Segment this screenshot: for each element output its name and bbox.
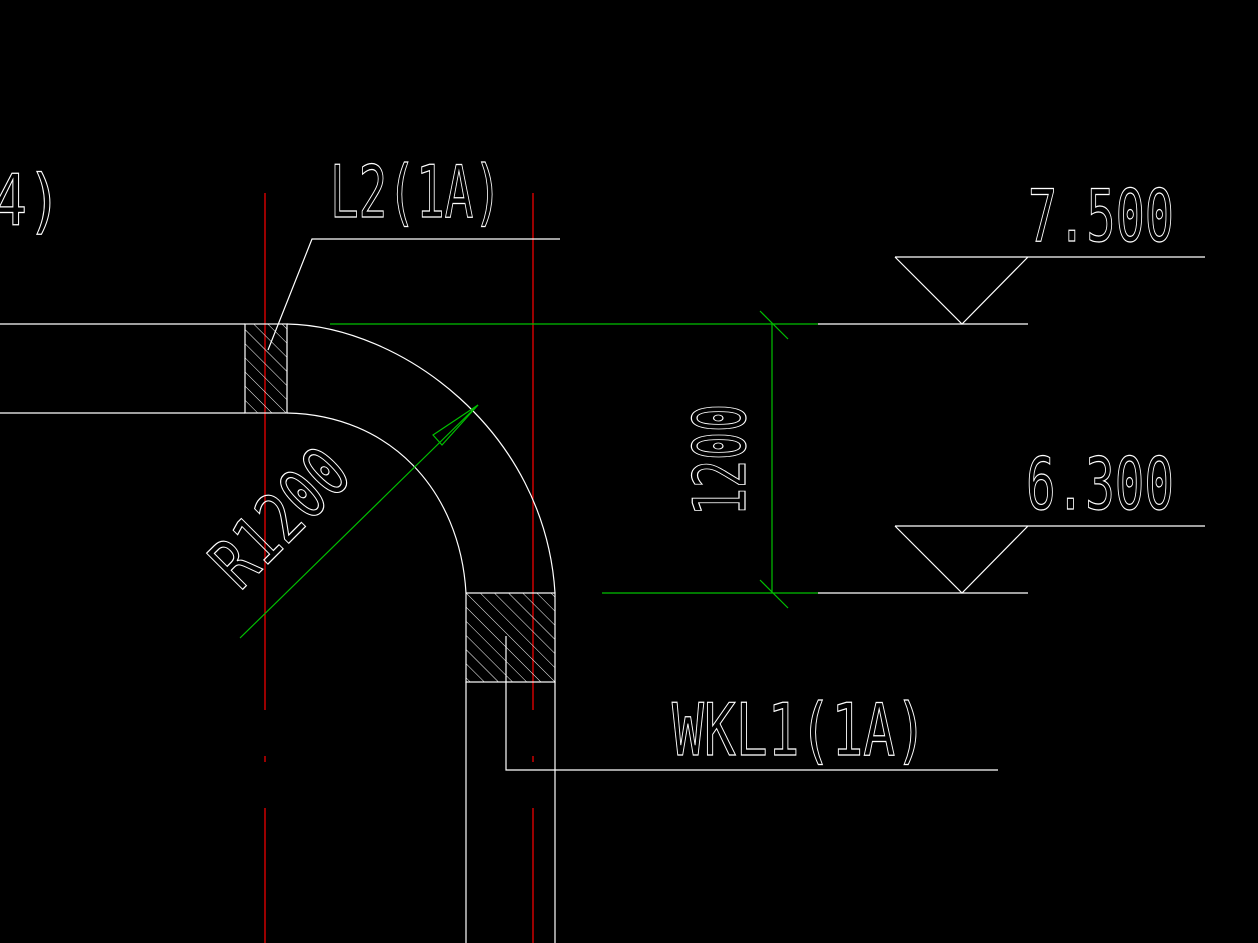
elev-marker-bottom	[894, 525, 1205, 594]
elevation-label-bottom: 6.300	[1026, 442, 1174, 526]
dimensions	[239, 310, 818, 639]
leader-l2	[267, 238, 560, 351]
inner-curve	[286, 412, 467, 594]
outer-curve	[286, 323, 556, 594]
dim-tick-bottom	[759, 579, 789, 609]
leaders	[267, 238, 998, 771]
radius-arrowhead	[432, 404, 479, 446]
section-bottom	[465, 592, 556, 683]
elev-marker-top	[894, 256, 1205, 325]
beam-outline	[0, 323, 1028, 943]
leader-wkl1	[505, 636, 998, 771]
center-lines	[264, 193, 534, 943]
radius-dimension-text: R1200	[194, 431, 367, 604]
elevation-label-top: 7.500	[1028, 174, 1174, 258]
partial-label-top-left: 4)	[0, 160, 62, 242]
radius-dim-line	[239, 404, 479, 639]
height-dimension-text: 1200	[678, 404, 762, 516]
dim-tick-top	[759, 310, 789, 340]
beam-label-l2: L2(1A)	[330, 150, 502, 234]
section-top	[244, 323, 288, 414]
elevation-markers	[894, 256, 1205, 594]
beam-label-wkl1: WKL1(1A)	[672, 688, 927, 772]
